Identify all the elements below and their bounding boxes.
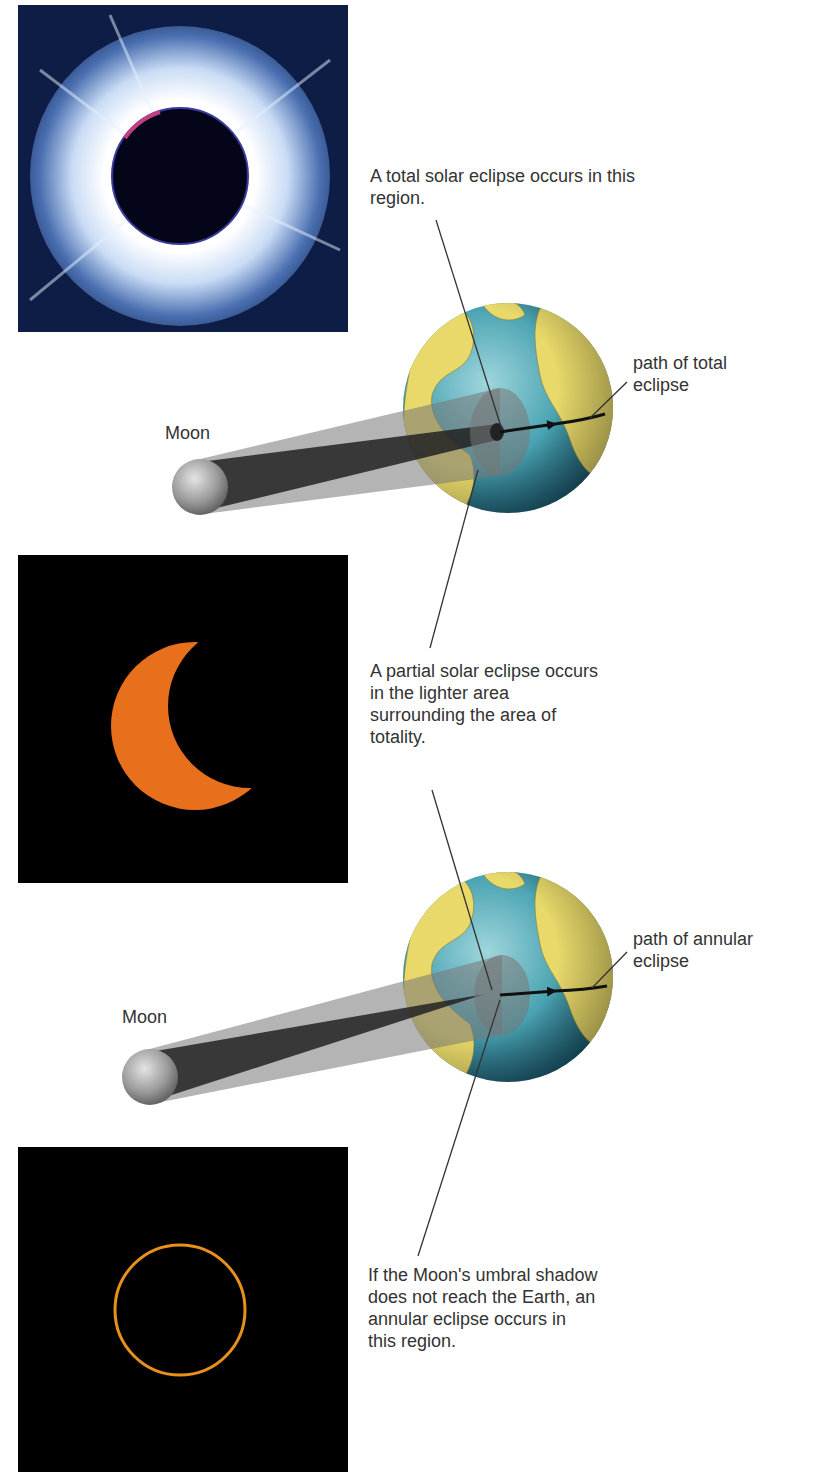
corona-photo bbox=[18, 5, 348, 332]
callout-note: A partial solar eclipse occurs in the li… bbox=[370, 660, 605, 748]
annular-photo bbox=[18, 1147, 348, 1472]
callout-note: A total solar eclipse occurs in this reg… bbox=[370, 165, 640, 209]
leader-lines bbox=[418, 220, 627, 1256]
moon-label: Moon bbox=[122, 1006, 202, 1028]
moon-shadow-annular bbox=[122, 955, 607, 1105]
moon-shadow-total bbox=[172, 388, 605, 515]
path-label: path of annular eclipse bbox=[633, 928, 783, 972]
moon-label: Moon bbox=[165, 422, 245, 444]
callout-note: If the Moon's umbral shadow does not rea… bbox=[368, 1264, 598, 1352]
path-label: path of total eclipse bbox=[633, 352, 783, 396]
partial-photo bbox=[18, 555, 348, 883]
